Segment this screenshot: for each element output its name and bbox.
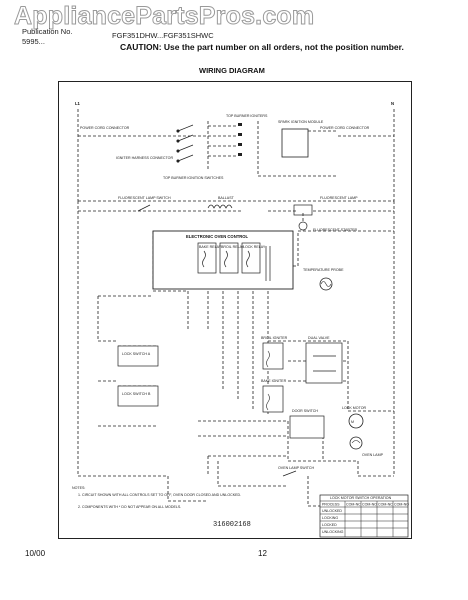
table-header-0: PROCESS [322, 503, 340, 507]
notes-heading: NOTES: [72, 486, 85, 490]
watermark-logo: AppliancePartsPros.com [13, 2, 315, 31]
fluorescent-starter-label: FLUORESCENT STARTER [313, 228, 358, 232]
relay-broil-label: BROIL RELAY [221, 245, 245, 249]
top-burner-switches-label: TOP BURNER IGNITION SWITCHES [163, 176, 224, 180]
publication-number: Publication No. 5995... [22, 27, 72, 47]
power-cord-right-label: POWER CORD CONNECTOR [320, 126, 370, 130]
note-1: 1. CIRCUIT SHOWN WITH ALL CONTROLS SET T… [78, 493, 241, 497]
fluorescent-lamp-label: FLUORESCENT LAMP [320, 196, 358, 200]
spark-module-label: SPARK IGNITION MODULE [278, 120, 324, 124]
relay-lock-label: LOCK RELAY [243, 245, 266, 249]
diagram-title: WIRING DIAGRAM [199, 66, 265, 75]
table-header-4: COM-NO [394, 503, 409, 507]
table-header-3: COM-NC [378, 503, 393, 507]
relay-bake-label: BAKE RELAY [199, 245, 222, 249]
footer-date: 10/00 [25, 549, 46, 558]
lock-motor-symbol: M [351, 420, 354, 424]
spark-module-box [281, 128, 309, 158]
eoc-label: ELECTRONIC OVEN CONTROL [186, 234, 249, 239]
temp-probe-label: TEMPERATURE PROBE [303, 268, 344, 272]
terminal-l1: L1 [75, 101, 81, 106]
table-row-1: LOCKING [322, 516, 338, 520]
broil-igniter-label: BROIL IGNITER [261, 336, 288, 340]
table-row-0: UNLOCKED [322, 509, 342, 513]
fluorescent-switch-label: FLUORESCENT LAMP SWITCH [118, 196, 171, 200]
eoc-box [152, 230, 294, 290]
table-title: LOCK MOTOR SWITCH OPERATION [330, 496, 392, 500]
table-row-3: UNLOCKING [322, 530, 344, 534]
note-2: 2. COMPONENTS WITH * DO NOT APPEAR ON AL… [78, 505, 181, 509]
lock-motor-switch-table: LOCK MOTOR SWITCH OPERATION PROCESS COM-… [319, 494, 409, 538]
diagram-frame [58, 81, 412, 539]
top-burner-igniters-label: TOP BURNER IGNITERS [226, 114, 268, 118]
caution-note: CAUTION: Use the part number on all orde… [120, 42, 404, 52]
power-cord-left-label: POWER CORD CONNECTOR [80, 126, 130, 130]
table-header-2: COM-NO [362, 503, 377, 507]
bake-igniter-label: BAKE IGNITER [261, 379, 287, 383]
table-row-2: LOCKED [322, 523, 337, 527]
igniter-harness-label: IGNITER HARNESS CONNECTOR [116, 156, 173, 160]
model-numbers: FGF351DHW...FGF351SHWC [112, 31, 214, 40]
door-switch-label: DOOR SWITCH [292, 409, 318, 413]
ballast-label: BALLAST [218, 196, 235, 200]
publication-line-2: 5995... [22, 37, 45, 46]
lock-motor-label: LOCK MOTOR [342, 406, 366, 410]
lock-switch-a-label: LOCK SWITCH A [122, 352, 151, 356]
publication-line-1: Publication No. [22, 27, 73, 36]
part-number: 316002168 [213, 521, 251, 529]
wiring-diagram: L1 N SPARK IGNITION MODULE POWER CORD CO… [72, 101, 409, 538]
footer-page-number: 12 [258, 549, 267, 558]
terminal-n: N [391, 101, 394, 106]
lock-switch-b-label: LOCK SWITCH B [122, 392, 151, 396]
dual-valve-label: DUAL VALVE [308, 336, 330, 340]
oven-lamp-label: OVEN LAMP [362, 453, 384, 457]
oven-lamp-switch-label: OVEN LAMP SWITCH [278, 466, 314, 470]
table-header-1: COM-NC [346, 503, 361, 507]
